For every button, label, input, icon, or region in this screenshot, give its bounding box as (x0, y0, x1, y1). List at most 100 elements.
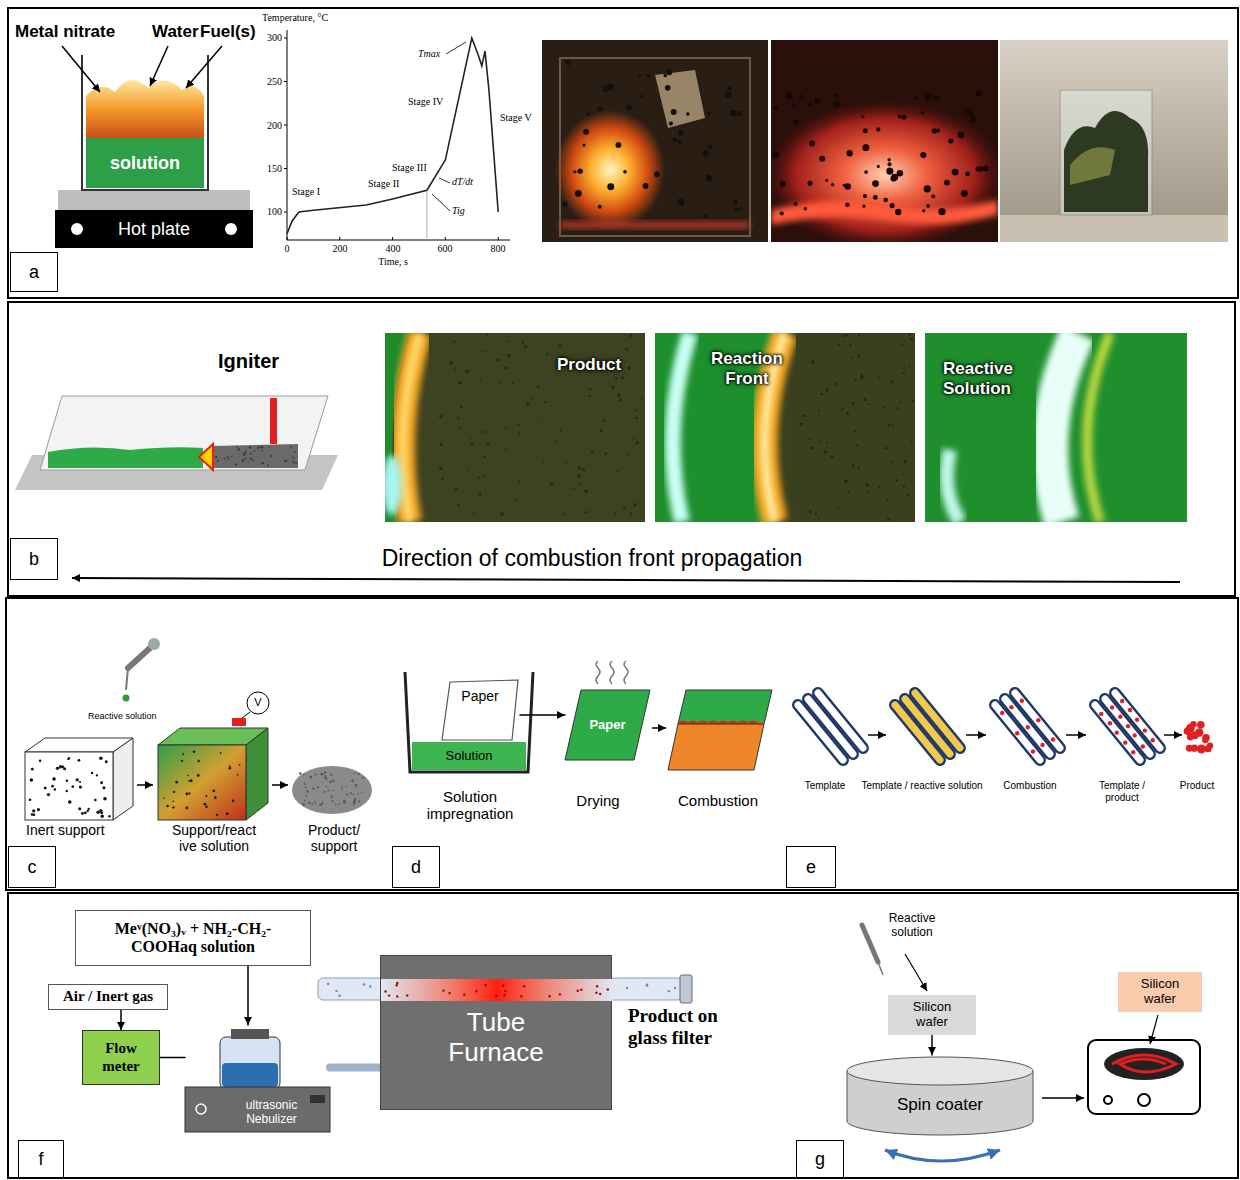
speckle (303, 774, 305, 776)
speckle (577, 169, 582, 174)
texture (811, 360, 814, 363)
speckle (931, 194, 935, 198)
node-text: Hot plate (118, 219, 190, 240)
panel-label: c (8, 846, 56, 888)
texture (625, 348, 628, 351)
impregnated-support (158, 745, 246, 820)
texture (890, 380, 893, 383)
particle (607, 988, 609, 990)
speckle (172, 806, 174, 808)
label-text: 150 (267, 163, 282, 175)
node-text: Spin coater (897, 1095, 983, 1115)
texture (460, 406, 463, 409)
texture (815, 513, 817, 515)
glass (1060, 90, 1152, 215)
label-text: Igniter (218, 350, 279, 373)
node-text: ultrasonic Nebulizer (222, 1099, 322, 1127)
product-mass (1064, 111, 1148, 212)
texture (602, 419, 605, 422)
particle (523, 985, 525, 987)
speckle (862, 145, 868, 151)
tick (287, 237, 288, 240)
speckle (29, 798, 32, 801)
speckle (309, 776, 312, 779)
guide-line (426, 190, 427, 238)
speckle (361, 792, 362, 793)
texture (441, 478, 444, 481)
texture (558, 344, 561, 347)
texture (884, 468, 886, 470)
glass-tube (318, 978, 682, 1000)
speckle (876, 127, 880, 131)
speckle (686, 112, 690, 116)
texture (903, 460, 906, 463)
texture (505, 449, 507, 451)
speckle (727, 86, 732, 91)
reactive-solution (48, 447, 203, 468)
node-text: a (29, 262, 39, 283)
texture (604, 452, 607, 455)
droplet (369, 985, 371, 987)
texture (440, 443, 443, 446)
pipette-tip (878, 962, 883, 975)
speckle (321, 782, 322, 783)
speckle (304, 781, 305, 782)
particle (1123, 740, 1127, 744)
product-mass (1070, 147, 1115, 185)
speckle (314, 801, 316, 803)
tick (445, 237, 446, 240)
connector (247, 966, 249, 1025)
speckle (807, 181, 812, 186)
label-text: Fuel(s) (200, 22, 256, 42)
speckle (921, 111, 925, 115)
tick (284, 125, 287, 126)
speckle (575, 190, 582, 197)
speckle (887, 158, 890, 161)
texture (465, 370, 469, 374)
label-text: 300 (267, 32, 282, 44)
speckle (323, 777, 324, 778)
knob-dot (225, 223, 237, 235)
leader-arrow (150, 46, 168, 86)
particle (1120, 699, 1124, 703)
texture (636, 441, 639, 444)
speckle (91, 772, 93, 774)
speckle (804, 207, 807, 210)
label-text: 100 (267, 206, 282, 218)
speckle (181, 760, 183, 762)
label-text: 0 (285, 243, 290, 255)
texture (572, 488, 574, 490)
speckle (324, 791, 326, 793)
speckle (216, 814, 218, 816)
speckle (235, 463, 237, 465)
speckle (819, 156, 825, 162)
speckle (100, 811, 103, 814)
speckle (325, 777, 328, 780)
hot-band (403, 333, 420, 522)
speckle (261, 462, 263, 464)
texture (887, 518, 890, 521)
process-arrow (1042, 1097, 1084, 1099)
speckle (958, 132, 965, 139)
speckle (76, 778, 79, 781)
speckle (312, 787, 314, 789)
speckle (324, 775, 326, 777)
tick (392, 237, 393, 240)
speckle (56, 767, 59, 770)
texture (908, 365, 910, 367)
speckle (566, 60, 571, 65)
texture (629, 334, 632, 337)
particle (1143, 728, 1147, 732)
speckle (353, 804, 354, 805)
steam (624, 661, 628, 684)
texture (482, 351, 484, 353)
speckle (173, 791, 175, 793)
texture (478, 477, 480, 479)
speckle (249, 454, 250, 455)
steam (610, 661, 614, 684)
speckle (251, 452, 253, 454)
speckle (332, 800, 334, 802)
speckle (702, 150, 709, 157)
connector (520, 714, 565, 716)
texture (852, 464, 855, 467)
